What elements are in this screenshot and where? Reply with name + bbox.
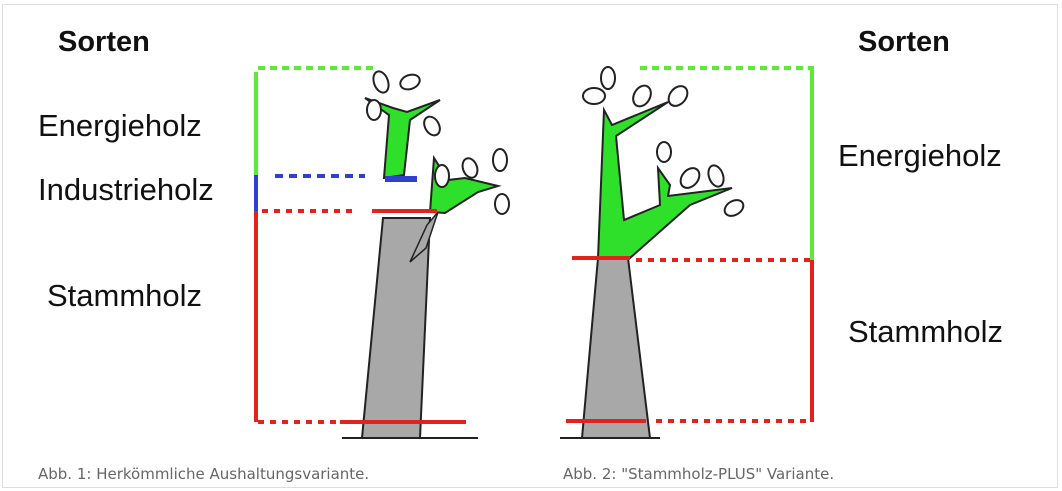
figure1-trunk <box>360 217 432 439</box>
figure-frame <box>2 4 1058 488</box>
figure2-label-energieholz: Energieholz <box>838 138 1002 173</box>
figure1-crown-side <box>428 154 502 215</box>
figure1-heading: Sorten <box>58 26 150 58</box>
figure1-label-stammholz: Stammholz <box>47 278 203 313</box>
figure1-industrieholz-marker <box>385 176 417 182</box>
figure1-caption: Abb. 1: Herkömmliche Aushaltungsvariante… <box>38 465 370 483</box>
figure2-caption: Abb. 2: "Stammholz-PLUS" Variante. <box>563 465 835 483</box>
figure2-bracket <box>566 66 814 423</box>
figure2-tree <box>560 66 745 439</box>
figure2-trunk <box>580 257 652 439</box>
figure1-leaves <box>366 70 510 215</box>
figure1-label-energieholz: Energieholz <box>38 108 202 143</box>
figure2-heading: Sorten <box>858 26 950 58</box>
figure2-leaves <box>582 66 745 217</box>
figure1-label-industrieholz: Industrieholz <box>38 172 214 207</box>
figure2-label-stammholz: Stammholz <box>848 314 1004 349</box>
figure1-side-branch <box>409 211 439 263</box>
figure1-tree <box>342 70 510 439</box>
figure2-crown <box>596 101 733 259</box>
figure1-bracket <box>254 66 466 424</box>
